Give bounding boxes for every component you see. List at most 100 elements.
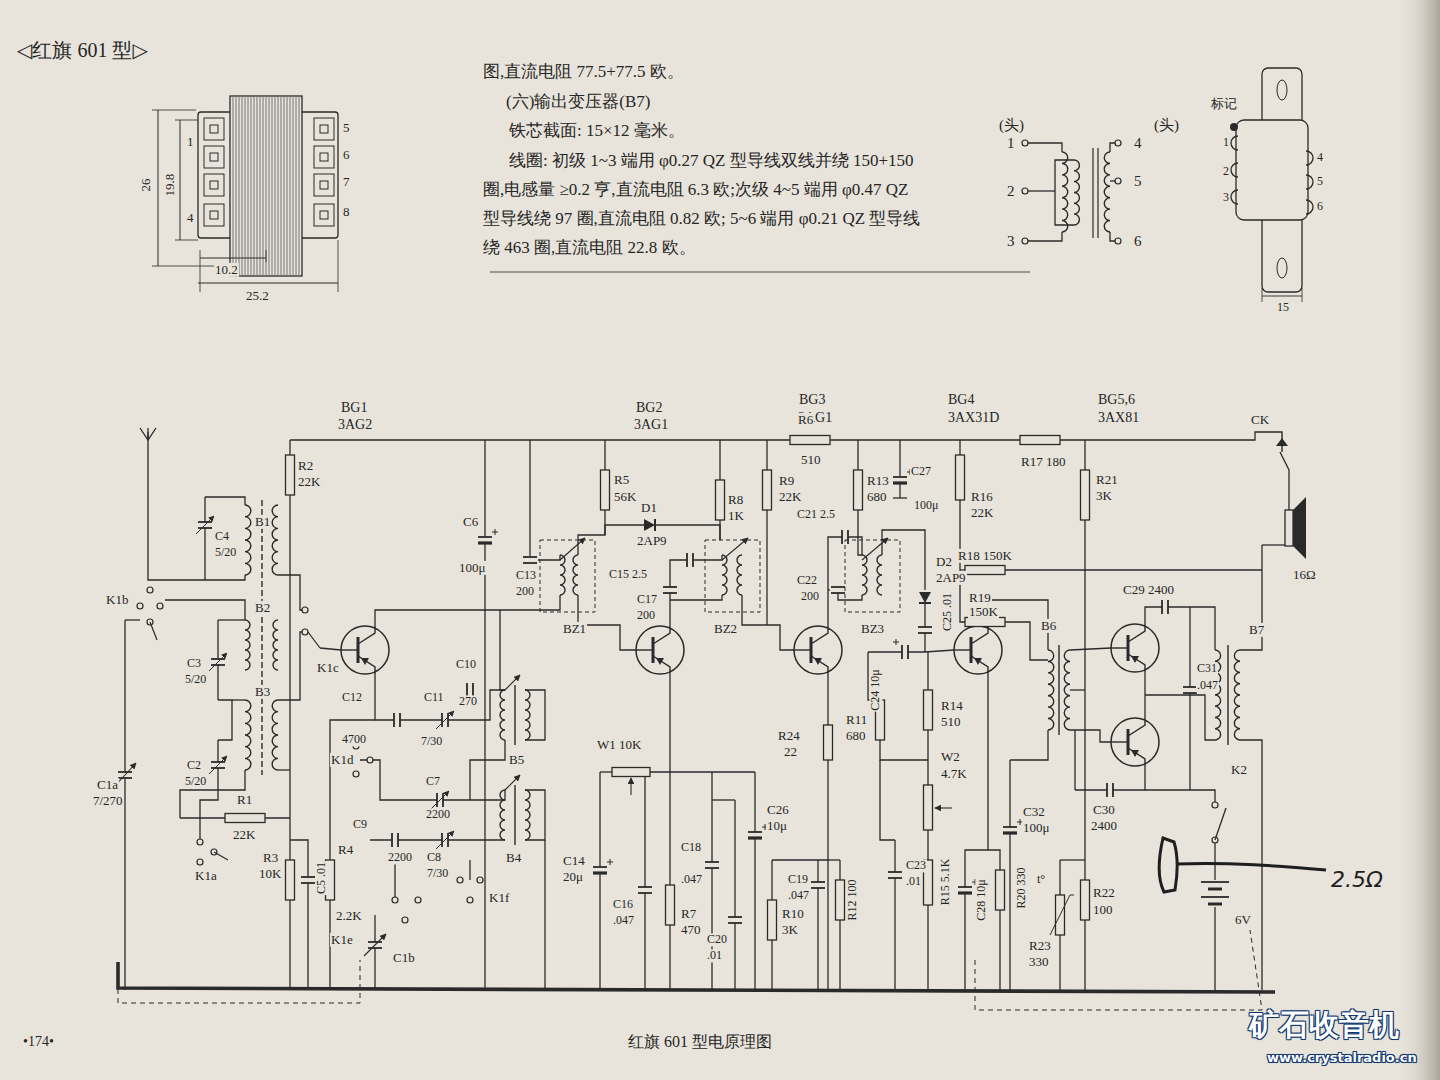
- wire: [1262, 544, 1285, 545]
- component-label: 22K: [232, 828, 256, 842]
- resistor-symbol: [854, 470, 863, 510]
- component-label: 2AP9: [636, 534, 668, 548]
- resistor-symbol: [1081, 470, 1090, 520]
- component-label: R6: [797, 413, 814, 427]
- wire: [882, 530, 925, 590]
- pin-label: 4: [1133, 135, 1143, 152]
- component-label: .047: [680, 873, 703, 886]
- wire: [1262, 296, 1302, 297]
- spec-text: 图,直流电阻 77.5+77.5 欧。: [482, 63, 685, 82]
- component-label: 510: [940, 715, 962, 729]
- switch-contact: [197, 839, 203, 845]
- component-label: 470: [680, 923, 702, 937]
- pin-label: 5: [1316, 175, 1324, 188]
- wire: [152, 110, 196, 111]
- diode-symbol: [644, 519, 655, 531]
- component-label: 10K: [258, 867, 282, 881]
- core-lamination: [275, 97, 276, 275]
- resistor-symbol: [666, 885, 675, 925]
- component-label: 22K: [297, 475, 321, 489]
- wire: [500, 610, 505, 690]
- switch-contact: [1212, 802, 1218, 808]
- pin-label: 6: [1133, 233, 1143, 250]
- capacitor-symbol: [637, 887, 653, 893]
- transistor-label: 3AX81: [1097, 410, 1140, 425]
- component-label: K1d: [330, 753, 354, 767]
- switch-contact: [1115, 140, 1121, 146]
- wire: [754, 772, 755, 990]
- dimension-label: 10.2: [214, 263, 239, 277]
- wire: [650, 771, 755, 772]
- pin-label: 5: [1133, 173, 1143, 190]
- wire: [218, 700, 232, 740]
- electrolytic-capacitor: [592, 859, 613, 873]
- switch-contact: [457, 877, 463, 883]
- wire: [200, 250, 201, 292]
- component-label: 1K: [727, 509, 745, 523]
- pin-tab: [204, 118, 224, 140]
- component-label: C31: [1196, 662, 1218, 675]
- component-label: 100: [1092, 903, 1114, 917]
- spec-text: (六)输出变压器(B7): [505, 93, 651, 112]
- electrolytic-capacitor: [893, 639, 908, 660]
- resistor-symbol: [716, 480, 725, 520]
- wire: [965, 674, 988, 990]
- pin-label: 3: [1006, 233, 1016, 250]
- coil-symbol: [525, 790, 530, 840]
- wire: [644, 772, 645, 990]
- pin-hole: [320, 125, 328, 133]
- wire: [1070, 648, 1111, 650]
- component-label: R10: [781, 907, 805, 921]
- pin-label: 4: [1316, 151, 1324, 164]
- wire: [1280, 452, 1289, 510]
- resistor-symbol: [286, 860, 295, 900]
- wire: [827, 674, 828, 990]
- switch-contact: [477, 877, 483, 883]
- wire: [734, 800, 735, 990]
- core-lamination: [248, 97, 249, 275]
- wire: [1201, 881, 1229, 883]
- wire: [868, 651, 925, 652]
- mount-hole: [1277, 258, 1287, 278]
- wire: [1208, 903, 1222, 906]
- pin-number: 1: [186, 135, 195, 149]
- component-label: 270: [458, 695, 478, 708]
- core-lamination: [233, 97, 234, 275]
- capacitor-symbol: [727, 917, 743, 923]
- component-label: K1a: [194, 869, 218, 883]
- wire: [766, 440, 767, 625]
- wire: [375, 595, 560, 626]
- component-label: C3: [186, 657, 202, 670]
- wire: [1110, 180, 1115, 181]
- capacitor-symbol: [810, 882, 826, 888]
- component-label: R22: [1092, 886, 1116, 900]
- capacitor-symbol: [1107, 782, 1113, 798]
- component-label: C8: [426, 851, 442, 864]
- wire: [1028, 232, 1062, 241]
- dimension-label: 19.8: [163, 173, 177, 198]
- wire: [1010, 730, 1048, 760]
- component-label: C29 2400: [1122, 583, 1175, 597]
- pin-hole: [320, 181, 328, 189]
- component-label: B3: [254, 685, 271, 699]
- capacitor-symbol: [1162, 599, 1168, 615]
- resistor-symbol: [790, 436, 830, 445]
- wire: [894, 840, 895, 990]
- pin-hole: [210, 211, 218, 219]
- core-lamination: [287, 97, 288, 275]
- component-label: 2200: [387, 851, 413, 864]
- wire: [1097, 148, 1098, 238]
- coil-symbol: [1062, 152, 1068, 232]
- component-label: 16Ω: [1292, 568, 1317, 582]
- component-label: 200: [636, 609, 656, 622]
- component-label: CK: [1250, 413, 1270, 427]
- core-lamination: [293, 97, 294, 275]
- handwritten-note: 2.5Ω: [1330, 868, 1384, 892]
- switch-contact: [467, 897, 473, 903]
- switch-contact: [1022, 140, 1028, 146]
- pin-label: 标记: [1210, 97, 1238, 111]
- wire: [278, 632, 305, 700]
- adjust-arrow: [722, 538, 748, 560]
- core-lamination: [272, 97, 273, 275]
- component-label: 680: [845, 729, 867, 743]
